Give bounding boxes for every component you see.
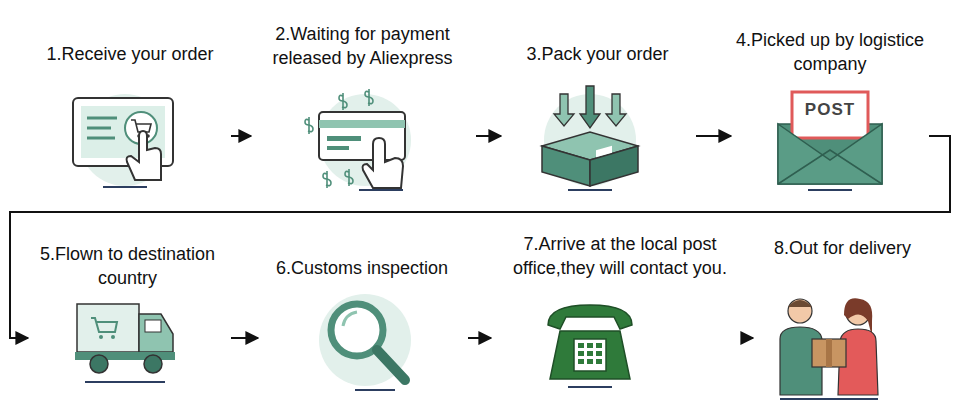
order-icon [73, 94, 173, 187]
delivery-icon [780, 298, 878, 399]
magnifier-icon [319, 294, 411, 390]
post-sign: POST [795, 100, 865, 120]
flow-arrow [231, 135, 251, 137]
step-box: 6.Customs inspection [262, 252, 462, 395]
step-caption: 3.Pack your order [505, 42, 690, 66]
flow-arrow [10, 136, 950, 338]
step-box: 7.Arrive at the local post office,they w… [495, 228, 745, 395]
step-caption: 5.Flown to destination country [30, 242, 225, 290]
flow-arrow [468, 337, 491, 339]
step-caption: 7.Arrive at the local post office,they w… [495, 232, 745, 280]
step-box: 5.Flown to destination country [30, 238, 225, 395]
step-box: 2.Waiting for payment released by Aliexp… [255, 18, 470, 190]
flow-arrow [696, 135, 731, 137]
step-box: 3.Pack your order [505, 38, 690, 190]
step-caption: 6.Customs inspection [262, 256, 462, 280]
flow-arrow [749, 337, 753, 339]
payment-icon [305, 89, 411, 190]
step-caption: 2.Waiting for payment released by Aliexp… [255, 22, 470, 70]
step-box: 8.Out for delivery [755, 232, 930, 395]
step-caption: 8.Out for delivery [755, 236, 930, 260]
step-caption: 1.Receive your order [35, 42, 225, 66]
post-icon [778, 92, 882, 190]
step-caption: 4.Picked up by logistice company [735, 28, 925, 76]
flow-arrow [231, 337, 258, 339]
truck-icon [75, 304, 175, 382]
telephone-icon [548, 305, 632, 387]
pack-icon [542, 86, 638, 190]
step-box: 1.Receive your order [35, 38, 225, 190]
flow-arrow [476, 135, 501, 137]
